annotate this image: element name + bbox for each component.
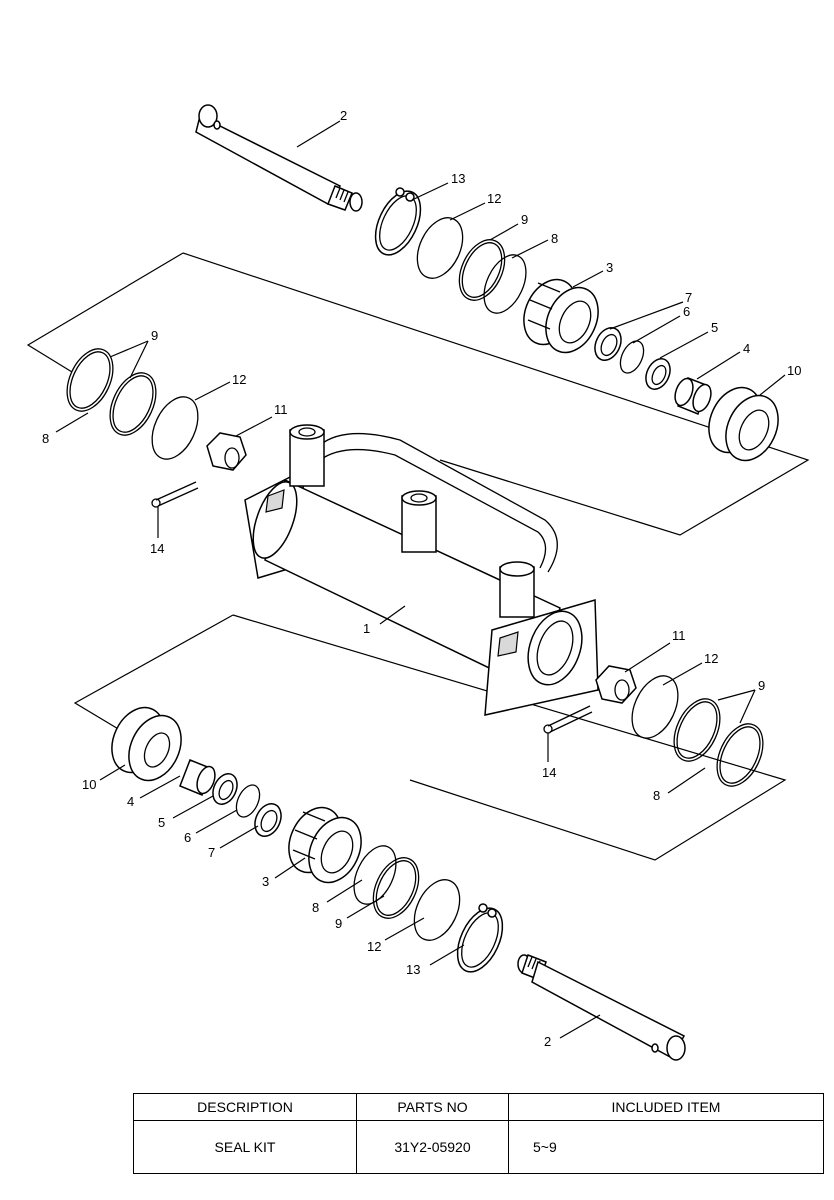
- cotter-pin-14-upper: [151, 481, 199, 508]
- bushing-3-top: [523, 278, 599, 354]
- callout-11-right: 11: [672, 628, 686, 643]
- bushing-4-bottom: [179, 759, 216, 797]
- callout-1: 1: [363, 621, 370, 636]
- callout-4-top: 4: [743, 341, 750, 356]
- lower-group-frame: [73, 614, 234, 731]
- backup-ring-12-bottom: [413, 879, 461, 941]
- o-ring-8-bottom: [353, 845, 397, 905]
- callout-5-top: 5: [711, 320, 718, 335]
- pin-bottom: [517, 954, 686, 1061]
- leader-lines: [55, 120, 786, 1039]
- pin-top: [195, 104, 363, 212]
- nut-11-lower: [595, 665, 637, 704]
- callout-14-right: 14: [542, 765, 556, 780]
- seal-10-bottom: [111, 706, 182, 782]
- o-ring-6-bottom: [235, 784, 261, 818]
- callout-9-right: 9: [758, 678, 765, 693]
- callout-2-top: 2: [340, 108, 347, 123]
- callout-9-bottom: 9: [335, 916, 342, 931]
- callout-12-left: 12: [232, 372, 246, 387]
- cell-included-item: 5~9: [508, 1120, 824, 1174]
- callout-3-bottom: 3: [262, 874, 269, 889]
- callout-7-top: 7: [685, 290, 692, 305]
- header-included-item: INCLUDED ITEM: [508, 1093, 824, 1121]
- callout-11-left: 11: [274, 402, 288, 417]
- o-ring-9-top: [458, 239, 506, 301]
- callout-6-top: 6: [683, 304, 690, 319]
- header-parts-no: PARTS NO: [356, 1093, 509, 1121]
- bushing-4-top: [674, 377, 712, 416]
- callout-12-right: 12: [704, 651, 718, 666]
- callout-8-bottom: 8: [312, 900, 319, 915]
- callout-5-bottom: 5: [158, 815, 165, 830]
- seal-5-top: [645, 358, 671, 390]
- callout-12-bottom: 12: [367, 939, 381, 954]
- upper-group-frame: [26, 252, 184, 373]
- callout-8-left: 8: [42, 431, 49, 446]
- o-ring-6-top: [619, 340, 645, 374]
- callout-9-top: 9: [521, 212, 528, 227]
- seal-10-top: [708, 386, 779, 462]
- callout-6-bottom: 6: [184, 830, 191, 845]
- callout-10-bottom: 10: [82, 777, 96, 792]
- bushing-3-bottom: [288, 806, 362, 884]
- backup-ring-12-top: [416, 217, 464, 279]
- o-ring-8-top: [483, 254, 527, 314]
- callout-7-bottom: 7: [208, 845, 215, 860]
- callout-13-top: 13: [451, 171, 465, 186]
- callout-13-bottom: 13: [406, 962, 420, 977]
- table-header-row: DESCRIPTION PARTS NO INCLUDED ITEM: [133, 1093, 824, 1121]
- dust-seal-7-bottom: [254, 803, 282, 837]
- seal-kit-table: DESCRIPTION PARTS NO INCLUDED ITEM SEAL …: [133, 1093, 824, 1174]
- snap-ring-13-top: [374, 187, 422, 256]
- seal-5-bottom: [212, 773, 238, 805]
- backup-ring-12-left: [151, 396, 199, 460]
- callout-8-top: 8: [551, 231, 558, 246]
- o-ring-9-right: [673, 698, 764, 787]
- header-description: DESCRIPTION: [133, 1093, 357, 1121]
- cell-parts-no: 31Y2-05920: [356, 1120, 509, 1174]
- callout-12-top: 12: [487, 191, 501, 206]
- o-ring-9-left: [66, 348, 157, 436]
- callout-14-left: 14: [150, 541, 164, 556]
- dust-seal-7-top: [594, 327, 622, 361]
- table-row: SEAL KIT 31Y2-05920 5~9: [133, 1120, 824, 1174]
- cylinder-body: [244, 424, 599, 716]
- callout-2-bottom: 2: [544, 1034, 551, 1049]
- cell-description: SEAL KIT: [133, 1120, 357, 1174]
- callout-4-bottom: 4: [127, 794, 134, 809]
- callout-3-top: 3: [606, 260, 613, 275]
- nut-11-upper: [206, 432, 247, 471]
- backup-ring-12-right: [631, 675, 679, 739]
- o-ring-9-bottom: [372, 857, 420, 919]
- callout-10-top: 10: [787, 363, 801, 378]
- callout-8-right: 8: [653, 788, 660, 803]
- callout-9-left: 9: [151, 328, 158, 343]
- snap-ring-13-bottom: [456, 903, 504, 973]
- exploded-parts-diagram: 2 13 12 9 8 3 7 6 5 4 10 9 8 12 11 14 1 …: [26, 104, 810, 1061]
